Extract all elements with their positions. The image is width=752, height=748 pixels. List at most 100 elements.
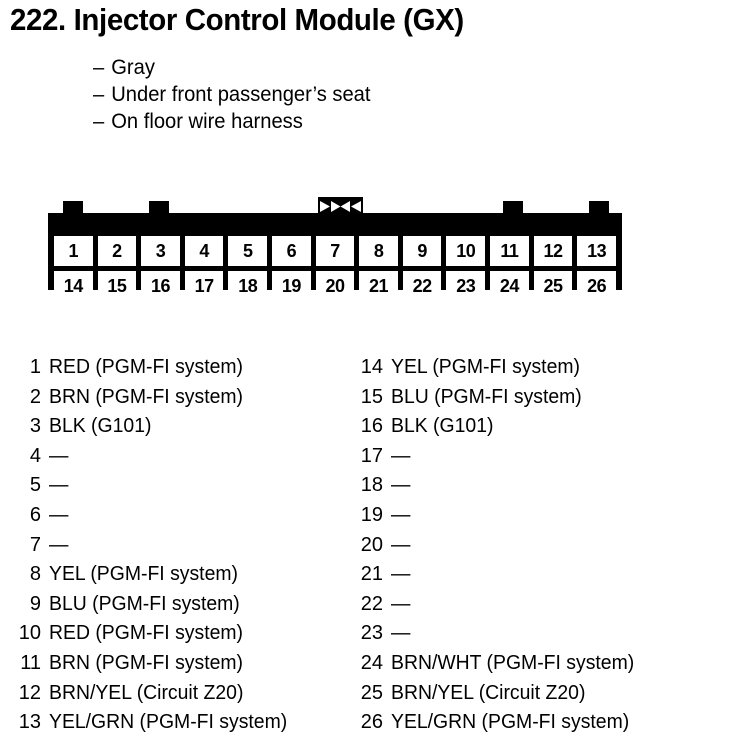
pin-legend-row: 10 RED (PGM-FI system) bbox=[14, 622, 295, 652]
pin-description: YEL (PGM-FI system) bbox=[391, 356, 580, 378]
pin-cell-26[interactable]: 26 bbox=[577, 271, 616, 301]
dash-bullet-icon: – bbox=[93, 56, 105, 79]
pin-cell-7[interactable]: 7 bbox=[315, 236, 355, 266]
pin-legend-row: 17 — bbox=[356, 445, 642, 475]
pin-cell-21[interactable]: 21 bbox=[359, 271, 398, 301]
pin-description: — bbox=[49, 533, 69, 556]
pin-legend-row: 19 — bbox=[356, 504, 642, 534]
pin-number: 19 bbox=[360, 503, 383, 526]
pin-legend-row: 11 BRN (PGM-FI system) bbox=[14, 652, 295, 682]
pin-cell-6[interactable]: 6 bbox=[272, 236, 311, 266]
dash-bullet-icon: – bbox=[93, 83, 105, 106]
pin-legend-row: 5 — bbox=[14, 474, 295, 504]
pin-cell-23[interactable]: 23 bbox=[446, 271, 486, 301]
pin-number: 26 bbox=[360, 711, 383, 734]
spec-line: –Under front passenger’s seat bbox=[93, 81, 573, 108]
pin-row-bottom: 14 15 16 17 18 19 20 21 22 23 24 25 26 bbox=[54, 271, 616, 301]
pin-number: 4 bbox=[29, 444, 41, 467]
pin-description: BLU (PGM-FI system) bbox=[391, 385, 582, 408]
pin-number: 7 bbox=[29, 533, 41, 556]
page-title: 222. Injector Control Module (GX) bbox=[10, 2, 464, 37]
pin-cell-20[interactable]: 20 bbox=[315, 271, 355, 301]
pin-cell-5[interactable]: 5 bbox=[228, 236, 268, 266]
pin-row-top: 1 2 3 4 5 6 7 8 9 10 11 12 13 bbox=[54, 236, 616, 266]
pin-description: BRN/WHT (PGM-FI system) bbox=[391, 651, 635, 674]
pin-number: 23 bbox=[360, 622, 383, 645]
pin-cell-24[interactable]: 24 bbox=[490, 271, 529, 301]
pin-legend-row: 24 BRN/WHT (PGM-FI system) bbox=[356, 652, 642, 682]
pin-number: 2 bbox=[29, 385, 41, 408]
pin-number: 5 bbox=[29, 474, 41, 497]
pin-description: — bbox=[391, 592, 411, 615]
pin-legend-row: 9 BLU (PGM-FI system) bbox=[14, 593, 295, 623]
pin-number: 24 bbox=[360, 651, 383, 674]
pin-cell-17[interactable]: 17 bbox=[184, 271, 224, 301]
pin-description: YEL (PGM-FI system) bbox=[49, 563, 238, 586]
pin-cell-1[interactable]: 1 bbox=[54, 236, 93, 266]
pin-legend-row: 14 YEL (PGM-FI system) bbox=[356, 356, 642, 386]
pin-description: YEL/GRN (PGM-FI system) bbox=[391, 711, 630, 734]
connector-key-block bbox=[318, 197, 363, 217]
pin-cell-10[interactable]: 10 bbox=[446, 236, 486, 266]
pin-number: 9 bbox=[29, 592, 41, 615]
pin-number: 25 bbox=[360, 681, 383, 704]
pin-cell-3[interactable]: 3 bbox=[141, 236, 180, 266]
pin-cell-13[interactable]: 13 bbox=[577, 236, 616, 266]
spec-text: Gray bbox=[111, 56, 155, 79]
pin-legend-row: 21 — bbox=[356, 563, 642, 593]
pin-description: — bbox=[391, 474, 411, 497]
pin-cell-15[interactable]: 15 bbox=[97, 271, 137, 301]
pin-description: — bbox=[391, 622, 411, 645]
pin-number: 18 bbox=[360, 474, 383, 497]
pin-grid: 1 2 3 4 5 6 7 8 9 10 11 12 13 14 15 16 1… bbox=[54, 236, 616, 301]
dash-bullet-icon: – bbox=[93, 110, 105, 133]
pin-number: 10 bbox=[18, 622, 41, 645]
pin-legend-row: 6 — bbox=[14, 504, 295, 534]
pin-cell-25[interactable]: 25 bbox=[533, 271, 573, 301]
housing-tab-top-pin11 bbox=[503, 201, 523, 214]
housing-tab-top-pin3 bbox=[149, 201, 169, 214]
pin-description: BRN (PGM-FI system) bbox=[49, 651, 243, 674]
pin-description: — bbox=[391, 563, 411, 586]
spec-list: –Gray –Under front passenger’s seat –On … bbox=[93, 54, 593, 135]
pin-legend-row: 2 BRN (PGM-FI system) bbox=[14, 386, 295, 416]
pin-description: BRN/YEL (Circuit Z20) bbox=[49, 681, 244, 704]
pin-legend-row: 7 — bbox=[14, 534, 295, 564]
pin-number: 1 bbox=[29, 356, 41, 378]
connector-diagram: 1 2 3 4 5 6 7 8 9 10 11 12 13 14 15 16 1… bbox=[48, 196, 622, 301]
pin-legend-row: 23 — bbox=[356, 622, 642, 652]
pin-number: 15 bbox=[360, 385, 383, 408]
pin-legend-row: 16 BLK (G101) bbox=[356, 415, 642, 445]
pin-cell-22[interactable]: 22 bbox=[402, 271, 442, 301]
pin-cell-2[interactable]: 2 bbox=[97, 236, 137, 266]
pin-cell-8[interactable]: 8 bbox=[359, 236, 398, 266]
pin-description: RED (PGM-FI system) bbox=[49, 356, 243, 378]
pin-description: YEL/GRN (PGM-FI system) bbox=[49, 711, 288, 734]
spec-text: On floor wire harness bbox=[111, 110, 303, 133]
housing-tab-top-pin1 bbox=[63, 201, 83, 214]
pin-cell-9[interactable]: 9 bbox=[402, 236, 442, 266]
pin-legend-row: 15 BLU (PGM-FI system) bbox=[356, 386, 642, 416]
pin-cell-12[interactable]: 12 bbox=[533, 236, 573, 266]
pin-number: 12 bbox=[18, 681, 41, 704]
pin-number: 21 bbox=[360, 563, 383, 586]
pin-description: — bbox=[391, 444, 411, 467]
pin-cell-19[interactable]: 19 bbox=[272, 271, 311, 301]
pin-legend-right-column: 14 YEL (PGM-FI system) 15 BLU (PGM-FI sy… bbox=[356, 356, 642, 741]
pin-cell-11[interactable]: 11 bbox=[490, 236, 529, 266]
spec-text: Under front passenger’s seat bbox=[111, 83, 371, 106]
pin-description: BRN (PGM-FI system) bbox=[49, 385, 243, 408]
pin-number: 17 bbox=[360, 444, 383, 467]
connector-housing: 1 2 3 4 5 6 7 8 9 10 11 12 13 14 15 16 1… bbox=[48, 213, 622, 301]
pin-description: BRN/YEL (Circuit Z20) bbox=[391, 681, 586, 704]
pin-description: — bbox=[391, 503, 411, 526]
pin-cell-16[interactable]: 16 bbox=[141, 271, 180, 301]
key-bowtie-icon bbox=[331, 201, 350, 212]
pin-cell-18[interactable]: 18 bbox=[228, 271, 268, 301]
pin-legend-row: 13 YEL/GRN (PGM-FI system) bbox=[14, 711, 295, 741]
pin-number: 20 bbox=[360, 533, 383, 556]
pin-legend-row: 12 BRN/YEL (Circuit Z20) bbox=[14, 682, 295, 712]
pin-cell-14[interactable]: 14 bbox=[54, 271, 93, 301]
pin-number: 6 bbox=[29, 503, 41, 526]
pin-cell-4[interactable]: 4 bbox=[184, 236, 224, 266]
